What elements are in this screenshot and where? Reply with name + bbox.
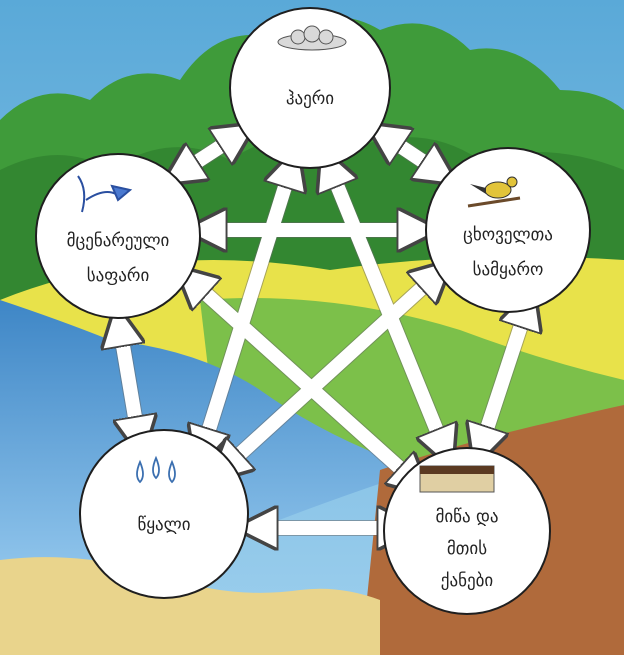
node-animals: ცხოველთა სამყარო <box>426 148 590 312</box>
node-animals-label-line1: ცხოველთა <box>463 225 553 245</box>
node-soil-label-line1: მიწა და <box>435 507 498 527</box>
node-soil-label-line3: ქანები <box>441 571 493 591</box>
node-water: წყალი <box>80 430 248 598</box>
node-plants-label-line2: საფარი <box>87 266 150 286</box>
node-water-label: წყალი <box>137 515 190 535</box>
node-plants: მცენარეული საფარი <box>36 154 200 318</box>
node-air-label: ჰაერი <box>286 89 334 109</box>
node-animals-label-line2: სამყარო <box>473 260 544 280</box>
node-air: ჰაერი <box>230 8 390 168</box>
node-soil: მიწა და მთის ქანები <box>384 448 550 614</box>
node-plants-label-line1: მცენარეული <box>67 231 170 251</box>
soil-layer-icon <box>420 466 494 492</box>
node-soil-label-line2: მთის <box>447 539 487 559</box>
bottom-margin <box>0 655 624 667</box>
